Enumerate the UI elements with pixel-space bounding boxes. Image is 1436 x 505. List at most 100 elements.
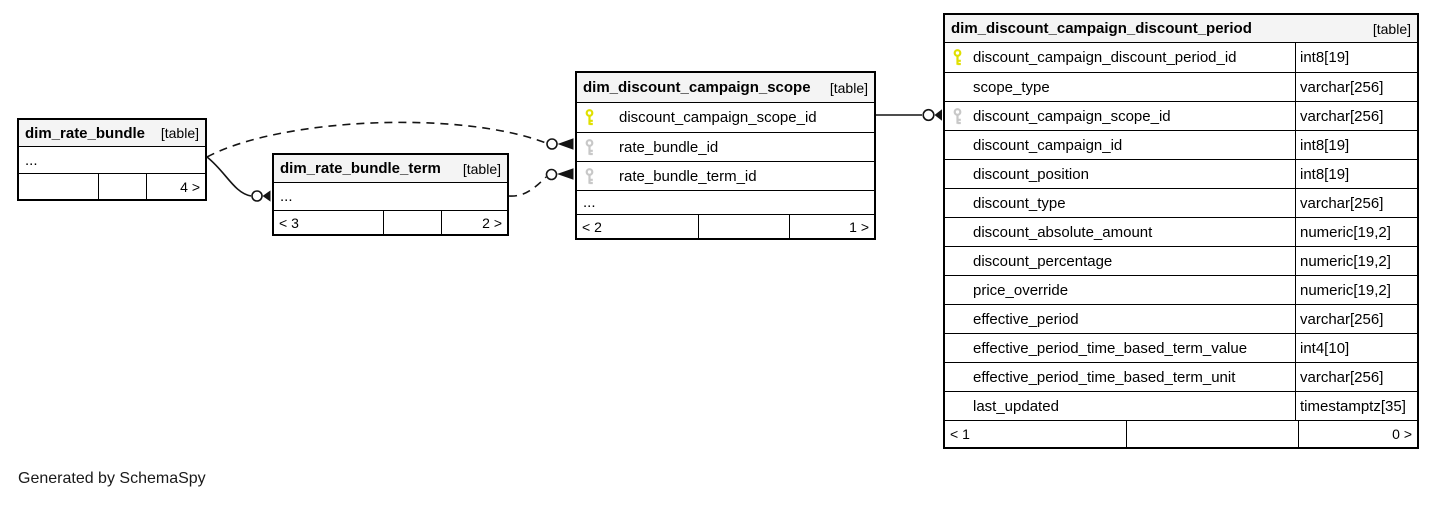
- column-row: discount_percentage numeric[19,2]: [945, 246, 1417, 275]
- footer-mid-cell: [699, 215, 790, 238]
- column-name: effective_period: [973, 310, 1079, 328]
- table-header[interactable]: dim_discount_campaign_discount_period [ta…: [945, 15, 1417, 43]
- table-columns: discount_campaign_discount_period_id int8…: [945, 43, 1417, 420]
- table-footer: < 1 0 >: [945, 420, 1417, 447]
- relations-left-count: < 3: [274, 211, 384, 234]
- key-slot: [577, 167, 619, 185]
- table-title: dim_rate_bundle: [25, 124, 146, 142]
- table-header[interactable]: dim_discount_campaign_scope [table]: [577, 73, 874, 103]
- edge-scope-to-period: [876, 108, 942, 122]
- column-row: price_override numeric[19,2]: [945, 275, 1417, 304]
- relations-left-count: < 1: [945, 421, 1127, 447]
- column-type: varchar[256]: [1295, 73, 1417, 101]
- column-row: discount_campaign_discount_period_id int8…: [945, 43, 1417, 72]
- table-badge: [table]: [1372, 20, 1411, 37]
- column-row: discount_campaign_id int8[19]: [945, 130, 1417, 159]
- column-name: discount_absolute_amount: [973, 223, 1153, 241]
- primary-key-icon: [953, 49, 962, 66]
- crow-foot-icon: [557, 168, 574, 180]
- column-row: discount_type varchar[256]: [945, 188, 1417, 217]
- foreign-key-icon: [585, 138, 594, 155]
- column-row: effective_period_time_based_term_value in…: [945, 333, 1417, 362]
- relations-right-count: 4 >: [180, 178, 200, 195]
- crow-foot-icon: [557, 138, 574, 150]
- key-slot: [945, 49, 973, 66]
- column-type: int8[19]: [1295, 160, 1417, 188]
- key-slot: [945, 107, 973, 125]
- crow-foot-icon: [262, 190, 271, 202]
- relations-right-count: 2 >: [482, 214, 502, 231]
- ellipsis-label: ...: [25, 151, 38, 169]
- column-row: effective_period_time_based_term_unit var…: [945, 362, 1417, 391]
- column-type: varchar[256]: [1295, 305, 1417, 333]
- column-name: scope_type: [973, 78, 1050, 96]
- foreign-key-icon: [585, 167, 594, 184]
- column-name: discount_position: [973, 165, 1089, 183]
- column-row: last_updated timestamptz[35]: [945, 391, 1417, 420]
- table-dim_rate_bundle[interactable]: dim_rate_bundle [table]... 4 >: [17, 118, 207, 201]
- table-footer: < 3 2 >: [274, 210, 507, 234]
- column-name: discount_percentage: [973, 252, 1113, 270]
- table-title: dim_discount_campaign_scope: [583, 79, 811, 96]
- relations-right-count: 1 >: [849, 218, 869, 235]
- column-row: discount_campaign_scope_id: [577, 103, 874, 132]
- column-row: discount_campaign_scope_id varchar[256]: [945, 101, 1417, 130]
- key-slot: [577, 138, 619, 156]
- column-name: effective_period_time_based_term_unit: [973, 368, 1236, 386]
- table-dim_discount_campaign_scope[interactable]: dim_discount_campaign_scope [table] discou…: [575, 71, 876, 240]
- column-type: numeric[19,2]: [1295, 218, 1417, 246]
- table-badge: [table]: [160, 125, 199, 141]
- ellipsis-label: ...: [280, 188, 293, 205]
- footer-mid-cell: [1127, 421, 1299, 447]
- ellipsis-row: ...: [577, 190, 874, 214]
- edge-rate-bundle-to-term: [206, 156, 271, 202]
- table-header[interactable]: dim_rate_bundle [table]: [19, 120, 205, 147]
- column-name: effective_period_time_based_term_value: [973, 339, 1248, 357]
- key-slot: [577, 109, 619, 126]
- column-name: discount_type: [973, 194, 1066, 212]
- column-name: price_override: [973, 281, 1069, 299]
- column-type: timestamptz[35]: [1295, 392, 1417, 420]
- column-type: numeric[19,2]: [1295, 247, 1417, 275]
- table-header[interactable]: dim_rate_bundle_term [table]: [274, 155, 507, 183]
- column-name: discount_campaign_discount_period_id: [973, 49, 1237, 66]
- table-title: dim_rate_bundle_term: [280, 160, 441, 177]
- table-columns: ...: [19, 147, 205, 173]
- column-type: int8[19]: [1295, 43, 1417, 72]
- edge-rate-bundle-to-scope: [206, 121, 574, 158]
- column-type: numeric[19,2]: [1295, 276, 1417, 304]
- table-dim_discount_campaign_discount_period[interactable]: dim_discount_campaign_discount_period [ta…: [943, 13, 1419, 449]
- crow-foot-icon: [934, 109, 942, 121]
- schemaspy-credit: Generated by SchemaSpy: [18, 470, 206, 487]
- column-type: int8[19]: [1295, 131, 1417, 159]
- footer-mid-cell: [99, 174, 147, 199]
- column-row: rate_bundle_id: [577, 132, 874, 161]
- ellipsis-row: ...: [19, 147, 205, 173]
- column-name: rate_bundle_term_id: [619, 167, 757, 185]
- ellipsis-row: ...: [274, 183, 507, 210]
- table-badge: [table]: [829, 79, 868, 96]
- relations-right-count: 0 >: [1392, 426, 1412, 442]
- edge-term-to-scope: [508, 168, 574, 197]
- table-dim_rate_bundle_term[interactable]: dim_rate_bundle_term [table]... < 3 2 >: [272, 153, 509, 236]
- table-title: dim_discount_campaign_discount_period: [951, 20, 1252, 37]
- column-row: scope_type varchar[256]: [945, 72, 1417, 101]
- table-columns: discount_campaign_scope_id rate_bundle_id…: [577, 103, 874, 214]
- column-type: int4[10]: [1295, 334, 1417, 362]
- table-footer: 4 >: [19, 173, 205, 199]
- footer-mid-cell: [384, 211, 442, 234]
- column-name: discount_campaign_scope_id: [973, 107, 1171, 125]
- table-badge: [table]: [462, 160, 501, 177]
- column-name: discount_campaign_scope_id: [619, 109, 817, 126]
- column-name: rate_bundle_id: [619, 138, 719, 156]
- column-type: varchar[256]: [1295, 102, 1417, 130]
- relations-left-count: [19, 174, 99, 199]
- column-name: last_updated: [973, 397, 1059, 415]
- column-row: effective_period varchar[256]: [945, 304, 1417, 333]
- column-type: varchar[256]: [1295, 363, 1417, 391]
- column-name: discount_campaign_id: [973, 136, 1123, 154]
- column-type: varchar[256]: [1295, 189, 1417, 217]
- foreign-key-icon: [953, 107, 962, 124]
